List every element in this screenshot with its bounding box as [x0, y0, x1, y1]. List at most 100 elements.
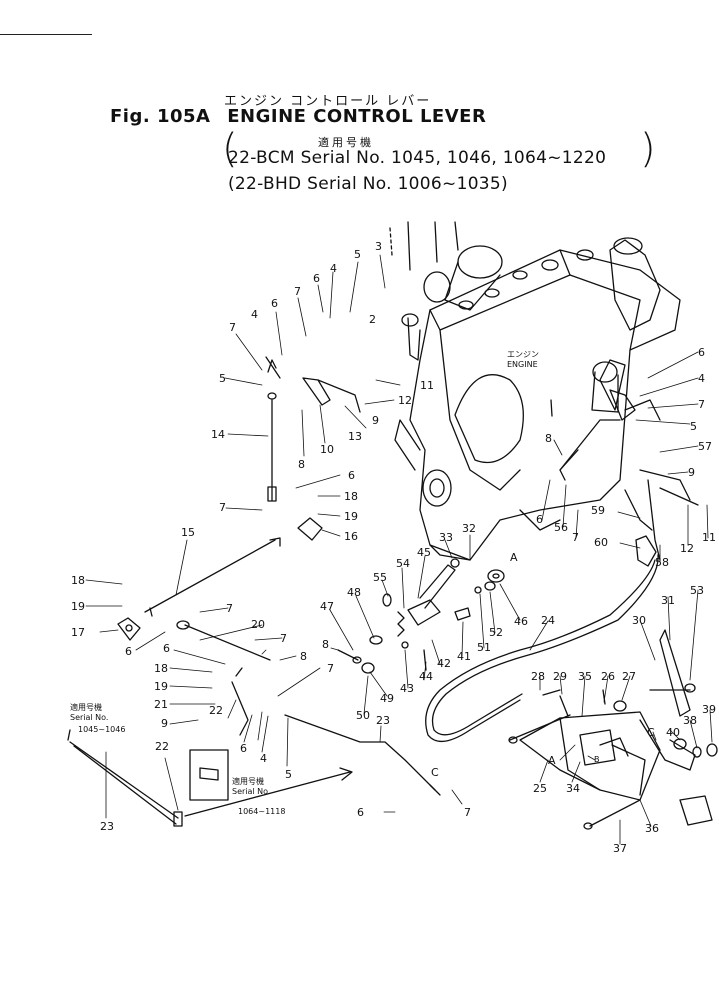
callout-6: 6 [348, 469, 355, 482]
callout-12: 12 [398, 394, 412, 407]
callout-13: 13 [348, 430, 362, 443]
callout-7: 7 [294, 285, 301, 298]
control-cable-24 [425, 554, 659, 742]
callout-16: 16 [344, 530, 358, 543]
callout-5: 5 [354, 248, 361, 261]
inset-serial-1064 [189, 749, 229, 801]
callout-4: 4 [330, 262, 337, 275]
callout-44: 44 [419, 670, 433, 683]
inset-left-jp: 適用号機 [70, 702, 102, 712]
callout-2: 2 [369, 313, 376, 326]
callout-25: 25 [533, 782, 547, 795]
callout-31: 31 [661, 594, 675, 607]
callout-32: 32 [462, 522, 476, 535]
callout-30: 30 [632, 614, 646, 627]
callout-50: 50 [356, 709, 370, 722]
callout-14: 14 [211, 428, 225, 441]
serial-range-bhd: (22-BHD Serial No. 1006~1035) [228, 174, 508, 194]
callout-53: 53 [690, 584, 704, 597]
callout-47: 47 [320, 600, 334, 613]
callout-19: 19 [154, 680, 168, 693]
callout-45: 45 [417, 546, 431, 559]
callout-9: 9 [688, 466, 695, 479]
japanese-title: エンジン コントロール レバー [224, 94, 432, 109]
inset-left-part: 23 [100, 820, 114, 833]
figure-title: Fig. 105A ENGINE CONTROL LEVER [110, 106, 496, 127]
figure-name: ENGINE CONTROL LEVER [227, 106, 487, 127]
inset-left-serial-label: Serial No. [70, 713, 108, 722]
callout-7: 7 [464, 806, 471, 819]
callout-38: 38 [683, 714, 697, 727]
callout-B: B [594, 755, 600, 764]
callout-23: 23 [376, 714, 390, 727]
callout-20: 20 [251, 618, 265, 631]
callout-6: 6 [271, 297, 278, 310]
callout-29: 29 [553, 670, 567, 683]
callout-19: 19 [344, 510, 358, 523]
callout-4: 4 [260, 752, 267, 765]
callout-4: 4 [698, 372, 705, 385]
callout-41: 41 [457, 650, 471, 663]
engine-label-jp: エンジン [507, 350, 539, 359]
callout-7: 7 [229, 321, 236, 334]
callout-C: C [647, 726, 655, 739]
callout-60: 60 [594, 536, 608, 549]
callout-55: 55 [373, 571, 387, 584]
arrow-to-assembly [184, 767, 353, 817]
inset-center-jp: 適用号機 [232, 776, 264, 786]
callout-6: 6 [163, 642, 170, 655]
callout-58: 58 [655, 556, 669, 569]
callout-7: 7 [572, 531, 579, 544]
bracket-left: ( [222, 126, 238, 172]
japanese-applicable-label: 適用号機 [318, 136, 374, 149]
callout-22: 22 [209, 704, 223, 717]
callout-5: 5 [285, 768, 292, 781]
callout-59: 59 [591, 504, 605, 517]
inset-serial-1045 [67, 729, 183, 827]
top-rule [0, 34, 92, 35]
callout-18: 18 [71, 574, 85, 587]
callout-8: 8 [322, 638, 329, 651]
callout-48: 48 [347, 586, 361, 599]
callout-18: 18 [154, 662, 168, 675]
inset-center-serial-label: Serial No. [232, 787, 270, 796]
callout-52: 52 [489, 626, 503, 639]
callout-34: 34 [566, 782, 580, 795]
callout-A: A [510, 551, 518, 564]
callout-35: 35 [578, 670, 592, 683]
callout-15: 15 [181, 526, 195, 539]
right-linkage [550, 389, 699, 567]
callout-46: 46 [514, 615, 528, 628]
control-lever-30-31 [639, 629, 718, 771]
callout-49: 49 [380, 692, 394, 705]
callout-8: 8 [300, 650, 307, 663]
bracket-right: ) [640, 126, 656, 172]
inset-center-text: 適用号機 Serial No. 1064~1118 [232, 776, 285, 816]
callout-17: 17 [71, 626, 85, 639]
callout-11: 11 [420, 379, 434, 392]
callout-7: 7 [698, 398, 705, 411]
callout-11: 11 [702, 531, 716, 544]
callout-6: 6 [240, 742, 247, 755]
callout-8: 8 [298, 458, 305, 471]
callout-18: 18 [344, 490, 358, 503]
lever-33-assembly [407, 558, 460, 626]
callout-36: 36 [645, 822, 659, 835]
callout-9: 9 [372, 414, 379, 427]
serial-range-bcm: 22-BCM Serial No. 1045, 1046, 1064~1220 [228, 148, 607, 168]
figure-number: Fig. 105A [110, 106, 211, 127]
callout-4: 4 [251, 308, 258, 321]
linkage-rod-14 [267, 392, 277, 502]
rod-20 [176, 620, 271, 661]
diagram-header: エンジン コントロール レバー Fig. 105A ENGINE CONTROL… [0, 0, 719, 200]
callout-40: 40 [666, 726, 680, 739]
callout-56: 56 [554, 521, 568, 534]
callout-37: 37 [613, 842, 627, 855]
callout-7: 7 [280, 632, 287, 645]
callout-27: 27 [622, 670, 636, 683]
callout-labels: 3 5 6 4 7 6 2 7 4 5 11 12 9 13 10 14 8 6… [71, 240, 716, 855]
callout-10: 10 [320, 443, 334, 456]
rod-23 [284, 714, 441, 796]
lever-22 [231, 667, 249, 736]
callout-A: A [548, 754, 556, 767]
